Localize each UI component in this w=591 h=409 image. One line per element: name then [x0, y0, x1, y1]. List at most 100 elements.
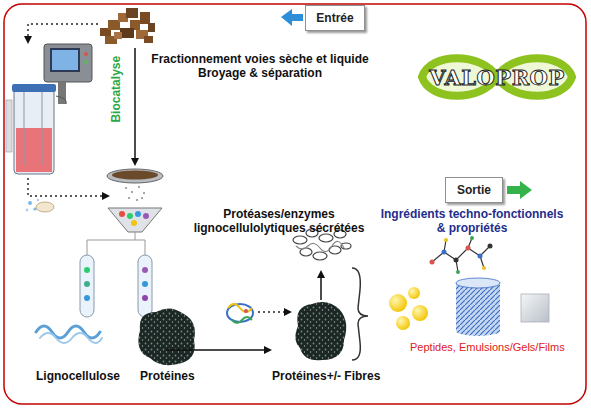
- biomass-pile-part: [148, 23, 155, 32]
- enzyme-icon: [227, 304, 253, 323]
- product-label: Peptides, Emulsions/Gels/Films: [410, 341, 580, 354]
- separation-funnel-part: [119, 211, 125, 217]
- dotted-feed-part: [28, 24, 98, 42]
- test-tubes-part: [142, 267, 148, 273]
- microorganism-icon-part: [33, 207, 36, 210]
- peptide-molecules-part: [430, 260, 435, 265]
- biomass-pile-part: [126, 8, 138, 18]
- separation-funnel-part: [127, 213, 133, 219]
- lignocellulose-fibre-part: [36, 326, 100, 338]
- sieve-part: [107, 169, 163, 183]
- sieve-part: [143, 192, 145, 194]
- emulsion-droplets-part: [408, 287, 420, 299]
- logo: VALOPROP: [412, 48, 582, 106]
- test-tubes-part: [80, 255, 94, 317]
- hydrolysed-protein-part: [296, 241, 344, 251]
- bioreactor-part: [44, 44, 92, 82]
- test-tubes: [80, 255, 152, 317]
- peptide-molecules-part: [478, 254, 483, 259]
- gel-cylinder-part: [456, 283, 500, 331]
- peptide-molecules-part: [444, 238, 448, 242]
- enzyme-label: Protéases/enzymes lignocellulolytiques s…: [186, 207, 372, 236]
- separation-funnel-part: [135, 211, 141, 217]
- test-tubes-part: [84, 281, 90, 287]
- microorganism-icon: [26, 199, 54, 212]
- separation-funnel-part: [143, 213, 149, 219]
- microorganism-icon-part: [28, 201, 32, 205]
- bioreactor-part: [12, 84, 56, 92]
- biomass-pile-part: [144, 36, 153, 43]
- lignocellulose-fibre-part: [40, 333, 102, 343]
- gel-cylinder: [456, 278, 500, 336]
- separation-funnel-part: [108, 208, 162, 232]
- box-text: Sortie: [457, 183, 491, 197]
- bioreactor-part: [24, 92, 25, 165]
- bioreactor-part: [56, 96, 66, 104]
- output-arrow: [507, 181, 532, 199]
- sieve: [107, 169, 163, 201]
- peptide-molecules-part: [470, 236, 474, 240]
- hydrolysed-protein-part: [293, 236, 307, 244]
- bioreactor-part: [42, 92, 43, 165]
- fraction-label: Protéines+/- Fibres: [272, 369, 402, 383]
- gel-cylinder-part: [456, 278, 500, 288]
- process-label: Biocatalyse: [109, 49, 123, 129]
- microorganism-icon-part: [37, 199, 39, 201]
- bioreactor-part: [14, 88, 54, 174]
- protein-fibre-blob: [295, 302, 346, 360]
- dotted-arrow: [258, 311, 290, 312]
- box-text: Entrée: [316, 11, 353, 25]
- enzyme-icon-part: [232, 317, 252, 323]
- bracket: [352, 268, 368, 360]
- peptide-molecules-part: [432, 238, 490, 272]
- input-arrow-part: [281, 9, 303, 26]
- emulsion-droplets-part: [396, 316, 410, 330]
- logo-text: VALOPROP: [412, 48, 582, 106]
- step-label: Fractionnement voies sèche et liquide Br…: [145, 52, 375, 81]
- enzyme-icon-part: [228, 304, 252, 312]
- test-tubes-part: [142, 281, 148, 287]
- microorganism-icon-part: [36, 202, 54, 212]
- input-tag: Entrée: [305, 5, 365, 31]
- enzyme-icon-part: [244, 309, 248, 313]
- bioreactor-part: [16, 128, 52, 172]
- peptide-molecules-part: [454, 258, 459, 263]
- fraction-label: Lignocellulose: [36, 369, 136, 383]
- biomass-pile-part: [120, 28, 134, 38]
- input-arrow: [281, 9, 303, 26]
- test-tubes-part: [84, 295, 90, 301]
- peptide-molecules-part: [466, 246, 471, 251]
- test-tubes-part: [138, 255, 152, 317]
- process-arrow: [134, 48, 136, 164]
- sieve-part: [131, 191, 133, 193]
- bioreactor-part: [58, 82, 66, 104]
- biomass-pile: [100, 8, 155, 44]
- bioreactor-part: [52, 50, 78, 70]
- emulsion-droplets: [389, 287, 428, 330]
- peptide-molecules-part: [456, 270, 460, 274]
- separation-funnel-part: [87, 232, 145, 255]
- enzyme-icon-part: [227, 304, 253, 322]
- hydrolysed-protein-part: [313, 252, 327, 260]
- sieve-part: [125, 187, 127, 189]
- bioreactor-part: [50, 48, 80, 72]
- bioreactor-part: [84, 52, 88, 56]
- lignocellulose-fibre: [36, 326, 102, 343]
- test-tubes-part: [84, 267, 90, 273]
- biomass-pile-part: [140, 12, 150, 24]
- output-label: Ingrédients techno-fonctionnels & propri…: [376, 207, 568, 236]
- bioreactor-part: [84, 60, 88, 64]
- peptide-molecules-part: [488, 244, 493, 249]
- sieve-part: [128, 197, 130, 199]
- dotted-feed-part: [28, 178, 108, 196]
- output-tag: Sortie: [445, 177, 503, 203]
- process-arrow: [320, 272, 322, 300]
- separation-funnel-part: [131, 220, 137, 226]
- emulsion-droplets-part: [412, 305, 428, 321]
- peptide-molecules: [430, 236, 493, 274]
- peptide-molecules-part: [442, 250, 447, 255]
- bioreactor: [6, 44, 92, 174]
- process-arrow: [166, 349, 270, 351]
- peptide-molecules-part: [482, 266, 486, 270]
